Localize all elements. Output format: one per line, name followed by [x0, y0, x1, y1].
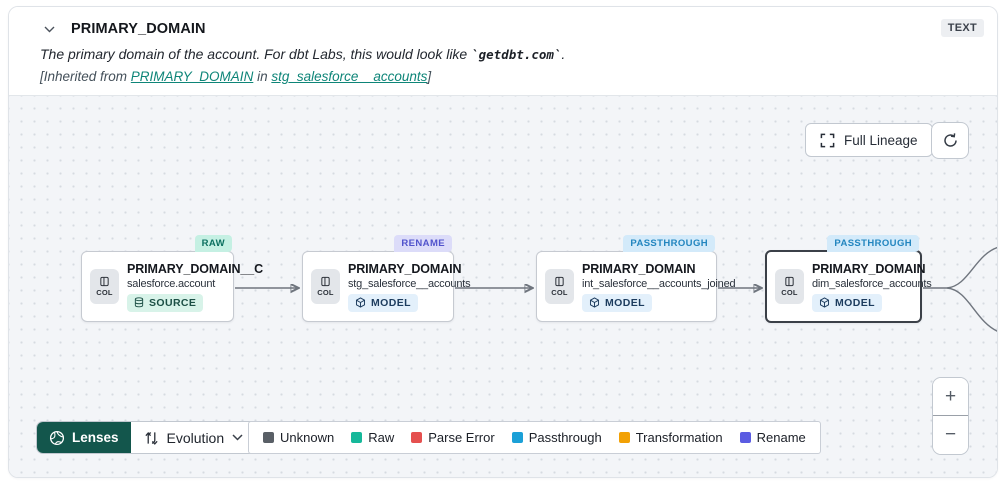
- node-column-name: PRIMARY_DOMAIN: [348, 261, 462, 276]
- legend-label: Unknown: [280, 430, 335, 445]
- lens-legend: Unknown Raw Parse Error Passthrough Tran…: [248, 421, 821, 454]
- zoom-controls: + −: [932, 377, 969, 455]
- lens-selected-label: Evolution: [166, 429, 225, 446]
- refresh-button[interactable]: [931, 122, 969, 159]
- legend-swatch: [739, 432, 751, 443]
- lineage-canvas[interactable]: Full Lineage RAW COL PRIMARY_DOMAIN__C s…: [9, 96, 997, 477]
- lineage-node-stg-salesforce-accounts[interactable]: RENAME COL PRIMARY_DOMAIN stg_salesforce…: [302, 235, 471, 322]
- legend-label: Transformation: [635, 430, 723, 445]
- node-column-name: PRIMARY_DOMAIN: [582, 261, 696, 276]
- column-type-block: COL: [545, 269, 574, 304]
- zoom-in-button[interactable]: +: [933, 378, 968, 416]
- node-resource-badge: MODEL: [582, 293, 652, 312]
- node-status-tag: RAW: [194, 235, 232, 252]
- column-lineage-panel: PRIMARY_DOMAIN TEXT The primary domain o…: [8, 6, 998, 478]
- column-header: PRIMARY_DOMAIN TEXT The primary domain o…: [9, 7, 997, 96]
- column-type-badge: TEXT: [940, 19, 984, 37]
- column-icon: [321, 276, 330, 287]
- legend-swatch: [351, 432, 363, 443]
- model-icon: [355, 297, 366, 308]
- badge-label: MODEL: [605, 296, 645, 309]
- node-resource-badge: MODEL: [812, 293, 882, 312]
- col-label: COL: [317, 288, 334, 297]
- description-text: The primary domain of the account. For d…: [40, 46, 472, 62]
- lens-aperture-icon: [49, 430, 65, 446]
- col-label: COL: [781, 288, 798, 297]
- column-icon: [785, 276, 794, 287]
- legend-item: Raw: [351, 430, 394, 445]
- column-type-block: COL: [311, 269, 340, 304]
- inherited-model-link[interactable]: stg_salesforce__accounts: [271, 69, 428, 84]
- full-lineage-label: Full Lineage: [844, 132, 918, 148]
- node-model-name: int_salesforce__accounts_joined: [582, 277, 736, 290]
- column-type-block: COL: [775, 269, 804, 304]
- column-icon: [555, 276, 564, 287]
- legend-item: Unknown: [263, 430, 334, 445]
- legend-swatch: [411, 432, 423, 443]
- column-description: The primary domain of the account. For d…: [40, 46, 983, 62]
- inherited-from-line: [Inherited from PRIMARY_DOMAIN in stg_sa…: [40, 69, 983, 84]
- legend-label: Raw: [368, 430, 395, 445]
- model-icon: [589, 297, 600, 308]
- legend-label: Passthrough: [528, 430, 602, 445]
- legend-item: Passthrough: [511, 430, 602, 445]
- legend-item: Transformation: [618, 430, 723, 445]
- inherited-mid: in: [253, 69, 272, 84]
- node-column-name: PRIMARY_DOMAIN__C: [127, 261, 264, 276]
- badge-label: SOURCE: [149, 296, 197, 309]
- node-column-name: PRIMARY_DOMAIN: [812, 261, 926, 276]
- lenses-label: Lenses: [72, 430, 119, 445]
- expand-icon: [820, 133, 835, 148]
- description-period: .: [561, 46, 566, 62]
- col-label: COL: [96, 288, 113, 297]
- column-icon: [100, 276, 109, 287]
- lenses-button[interactable]: Lenses: [37, 422, 131, 453]
- lineage-node-dim-salesforce-accounts[interactable]: PASSTHROUGH COL PRIMARY_DOMAIN dim_sales…: [765, 235, 932, 323]
- evolution-icon: [144, 430, 159, 446]
- collapse-chevron-icon[interactable]: [40, 20, 58, 38]
- lineage-node-salesforce-account[interactable]: RAW COL PRIMARY_DOMAIN__C salesforce.acc…: [81, 235, 264, 322]
- legend-item: Rename: [739, 430, 806, 445]
- column-title: PRIMARY_DOMAIN: [71, 21, 206, 37]
- full-lineage-button[interactable]: Full Lineage: [805, 123, 933, 157]
- legend-swatch: [618, 432, 630, 443]
- legend-swatch: [511, 432, 523, 443]
- lineage-node-int-salesforce-accounts-joined[interactable]: PASSTHROUGH COL PRIMARY_DOMAIN int_sales…: [536, 235, 736, 322]
- node-resource-badge: MODEL: [348, 293, 418, 312]
- node-status-tag: RENAME: [394, 235, 452, 252]
- model-icon: [819, 297, 830, 308]
- inherited-column-link[interactable]: PRIMARY_DOMAIN: [130, 69, 254, 84]
- badge-label: MODEL: [371, 296, 411, 309]
- col-label: COL: [551, 288, 568, 297]
- node-model-name: salesforce.account: [127, 277, 216, 290]
- legend-label: Rename: [756, 430, 806, 445]
- source-icon: [134, 297, 144, 308]
- node-resource-badge: SOURCE: [127, 293, 204, 312]
- node-status-tag: PASSTHROUGH: [827, 235, 919, 252]
- legend-item: Parse Error: [411, 430, 495, 445]
- refresh-icon: [942, 132, 959, 149]
- zoom-out-button[interactable]: −: [933, 416, 968, 454]
- chevron-down-icon: [232, 434, 243, 441]
- node-status-tag: PASSTHROUGH: [623, 235, 715, 252]
- node-model-name: stg_salesforce__accounts: [348, 277, 471, 290]
- description-code: `getdbt.com`: [471, 47, 562, 62]
- legend-label: Parse Error: [428, 430, 495, 445]
- inherited-suffix: ]: [427, 69, 432, 84]
- lenses-control-group: Lenses Evolution: [36, 421, 258, 454]
- node-model-name: dim_salesforce_accounts: [812, 277, 932, 290]
- badge-label: MODEL: [835, 296, 875, 309]
- inherited-prefix: [Inherited from: [40, 69, 131, 84]
- lens-selector-dropdown[interactable]: Evolution: [130, 422, 257, 453]
- column-type-block: COL: [90, 269, 119, 304]
- legend-swatch: [263, 432, 274, 443]
